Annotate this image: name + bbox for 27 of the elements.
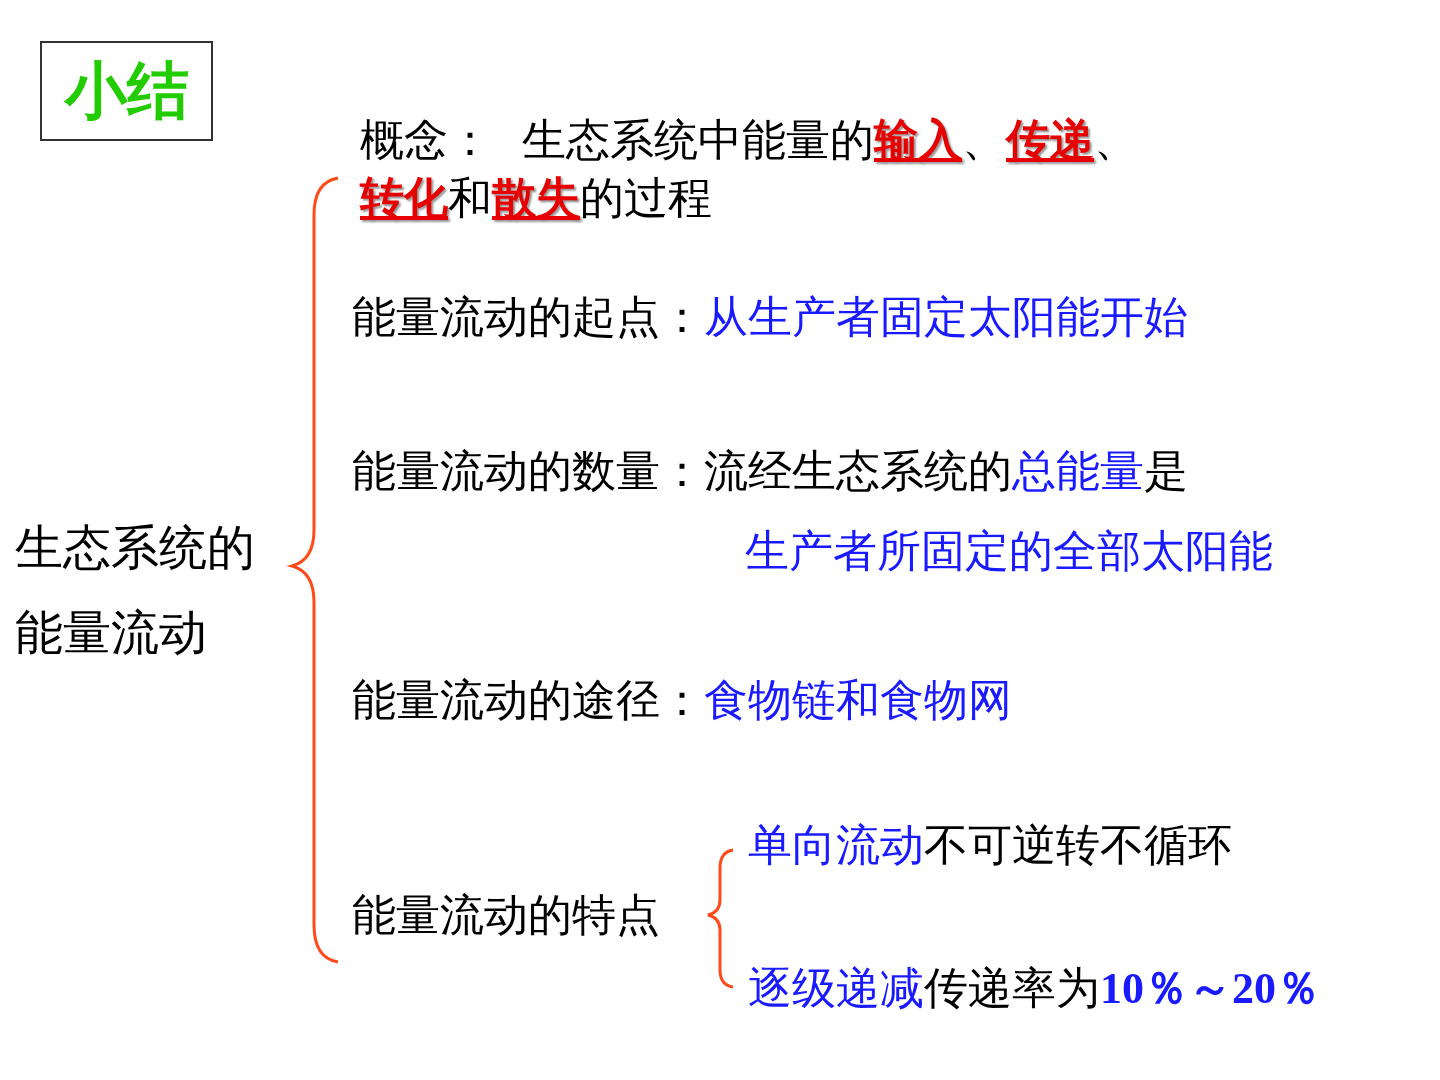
key-term: 总能量 (1012, 445, 1144, 496)
title-box: 小结 (40, 41, 213, 141)
key-term: 单向流动 (748, 819, 924, 870)
key-term: 从生产者固定太阳能开始 (704, 291, 1188, 342)
label-text: 能量流动的起点： (352, 291, 704, 342)
label-text: 能量流动的途径： (352, 674, 704, 725)
label-text: 概念： (360, 114, 492, 165)
key-term: 生产者所固定的全部太阳能 (745, 525, 1273, 576)
label-text: 的过程 (580, 172, 712, 223)
percentage-range: 10％～20％ (1100, 964, 1320, 1013)
label-text: 流经生态系统的 (704, 445, 1012, 496)
key-term: 食物链和食物网 (704, 674, 1012, 725)
key-term: 散失 (492, 172, 580, 223)
label-text: 、 (962, 114, 1006, 165)
label-text: 传递率为 (924, 962, 1100, 1013)
label-text: 和 (448, 172, 492, 223)
key-term: 输入 (874, 114, 962, 165)
label-text: 不可逆转不循环 (924, 819, 1232, 870)
topic-text: 生态系统的能量流动 (15, 519, 255, 660)
label-text: 能量流动的特点 (352, 889, 660, 940)
key-term: 逐级递减 (748, 962, 924, 1013)
key-term: 传递 (1006, 114, 1094, 165)
label-text: 、 (1094, 114, 1138, 165)
label-text: 生态系统中能量的 (522, 114, 874, 165)
label-text: 能量流动的数量： (352, 445, 704, 496)
key-term: 转化 (360, 172, 448, 223)
label-text: 是 (1144, 445, 1188, 496)
